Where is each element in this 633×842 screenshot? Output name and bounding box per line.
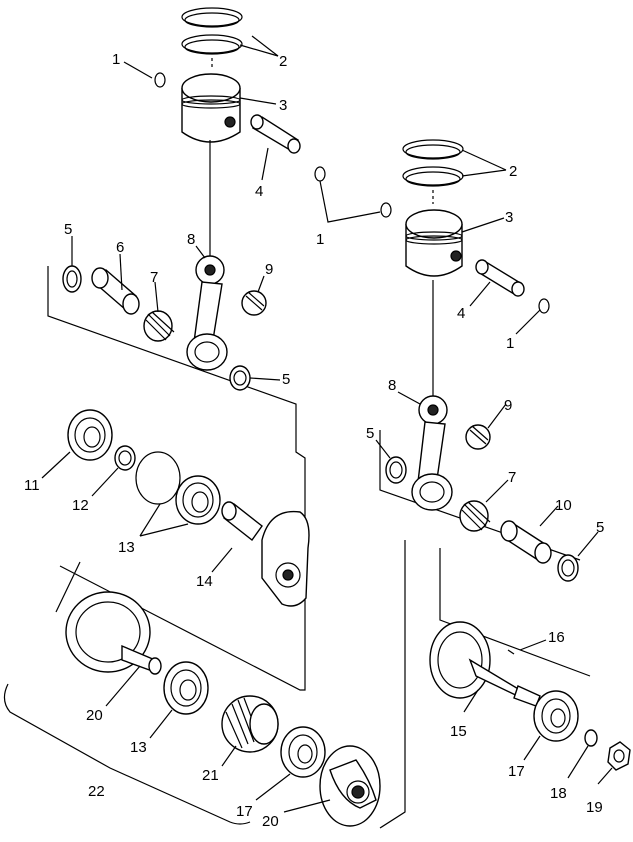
- callout-label: 5: [64, 221, 72, 238]
- callout-label: 1: [316, 231, 324, 248]
- callout-label: 17: [236, 803, 253, 820]
- assembly-frame-right-3: [439, 548, 591, 677]
- center-seal-21: [221, 695, 279, 753]
- callout-label: 1: [112, 51, 120, 68]
- callout-label: 9: [265, 261, 273, 278]
- callout-leaders: [41, 35, 613, 813]
- needle-bearing-left: [143, 310, 175, 342]
- wrist-pin-clip-right: [380, 202, 392, 218]
- connecting-rod-right: [411, 395, 453, 511]
- piston-left: [181, 73, 241, 143]
- callout-label: 3: [505, 209, 513, 226]
- callout-label: 18: [550, 785, 567, 802]
- callout-label: 13: [118, 539, 135, 556]
- callout-label: 13: [130, 739, 147, 756]
- bushing-10: [500, 520, 552, 564]
- callout-label: 20: [86, 707, 103, 724]
- callout-label: 21: [202, 767, 219, 784]
- callout-label: 5: [282, 371, 290, 388]
- bracket-22: [3, 683, 251, 825]
- callout-label: 15: [450, 723, 467, 740]
- callout-label: 4: [457, 305, 465, 322]
- callout-label: 12: [72, 497, 89, 514]
- piston-rings-left: [181, 7, 243, 55]
- callout-label: 2: [509, 163, 517, 180]
- callout-label: 8: [187, 231, 195, 248]
- callout-label: 16: [548, 629, 565, 646]
- crank-wheel-20-left: [65, 591, 162, 675]
- callout-label: 1: [506, 335, 514, 352]
- connecting-rod-left: [186, 255, 228, 371]
- main-bearing-17-right: [533, 690, 579, 742]
- callout-labels: 1 2 3 4 1 2 3 4 1 5 6 7 8 9 5 8 9 5 7 10…: [24, 51, 604, 830]
- callout-label: 17: [508, 763, 525, 780]
- callout-label: 5: [596, 519, 604, 536]
- seal-left-top: [62, 265, 82, 293]
- callout-label: 3: [279, 97, 287, 114]
- callout-label: 9: [504, 397, 512, 414]
- callout-label: 22: [88, 783, 105, 800]
- callout-label: 4: [255, 183, 263, 200]
- snap-ring-13: [135, 451, 181, 505]
- seal-right-upper: [385, 456, 407, 484]
- key-16: [507, 649, 515, 655]
- callout-label: 19: [586, 799, 603, 816]
- needle-bearing-right: [459, 500, 491, 532]
- nut-19: [607, 741, 631, 771]
- crankshaft-half-14: [221, 501, 310, 607]
- callout-label: 14: [196, 573, 213, 590]
- callout-label: 2: [279, 53, 287, 70]
- wrist-pin-clip-left: [154, 72, 166, 88]
- bushing-6: [91, 267, 140, 315]
- crankshaft-half-15: [429, 621, 541, 707]
- main-bearing-11: [67, 409, 113, 461]
- washer-18: [584, 729, 598, 747]
- main-bearing-17-left: [280, 726, 326, 778]
- callout-label: 8: [388, 377, 396, 394]
- small-end-bearing-left: [241, 290, 267, 316]
- small-end-bearing-right: [465, 424, 491, 450]
- callout-label: 7: [150, 269, 158, 286]
- seal-right-lower: [557, 554, 579, 582]
- leader-line: [319, 180, 381, 223]
- main-bearing-13-lower: [163, 661, 209, 715]
- callout-label: 6: [116, 239, 124, 256]
- piston-right: [405, 209, 463, 277]
- assembly-frame-right-2: [379, 540, 406, 829]
- seal-left-lower: [229, 365, 251, 391]
- piston-rings-right: [402, 139, 464, 187]
- callout-label: 11: [24, 477, 40, 494]
- washer-12: [114, 445, 136, 471]
- assembly-frame-left: [47, 266, 306, 691]
- wrist-pin-clip-right-2: [538, 298, 550, 314]
- callout-label: 7: [508, 469, 516, 486]
- callout-label: 20: [262, 813, 279, 830]
- crank-wheel-20-lower: [319, 745, 381, 827]
- assembly-frame-lower-left: [55, 561, 81, 613]
- wrist-pin-clip-left-2: [314, 166, 326, 182]
- main-bearing-13-top: [175, 475, 221, 525]
- callout-label: 5: [366, 425, 374, 442]
- callout-label: 10: [555, 497, 572, 514]
- wrist-pin-right: [475, 259, 525, 297]
- wrist-pin-left: [250, 114, 301, 154]
